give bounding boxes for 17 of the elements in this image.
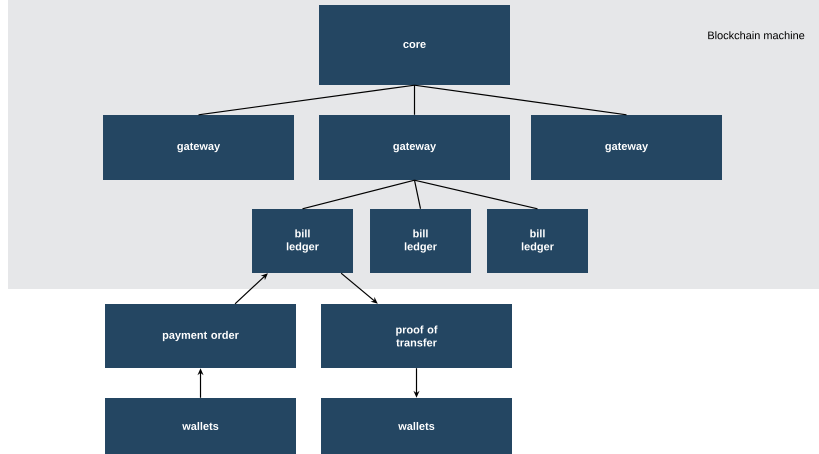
- process-box: bill ledger: [487, 209, 588, 273]
- connector-line: [302, 180, 415, 210]
- process-box: wallets: [105, 398, 296, 454]
- connector-line: [414, 180, 538, 210]
- connector-line: [414, 85, 416, 115]
- process-box: proof of transfer: [321, 304, 512, 368]
- process-box: bill ledger: [370, 209, 471, 273]
- process-box: gateway: [319, 115, 510, 180]
- process-box: gateway: [531, 115, 722, 180]
- process-box: wallets: [321, 398, 512, 454]
- process-box: payment order: [105, 304, 296, 368]
- connector-line: [198, 84, 415, 116]
- process-box: gateway: [103, 115, 294, 180]
- connector-line: [414, 84, 627, 116]
- process-box: bill ledger: [252, 209, 353, 273]
- process-box: core: [319, 5, 510, 85]
- connector-line: [414, 180, 422, 209]
